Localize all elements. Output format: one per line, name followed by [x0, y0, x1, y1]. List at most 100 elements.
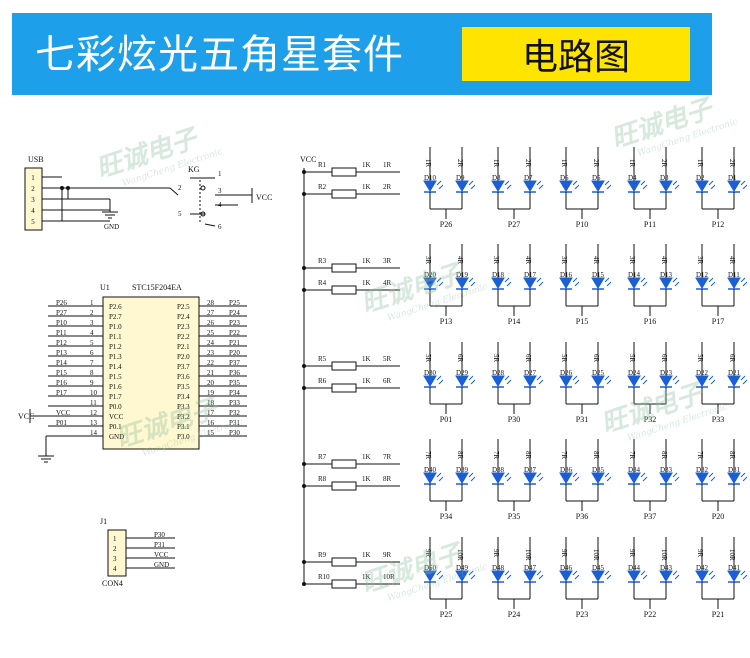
- mcu-pin-number: 24: [207, 339, 215, 347]
- led-arrow: [572, 180, 578, 186]
- led-diode: [627, 375, 641, 387]
- led-arrow: [672, 277, 678, 283]
- led-diode: [455, 472, 469, 484]
- led-diode: [727, 277, 741, 289]
- led-arrow: [606, 476, 612, 482]
- mcu-pin-number: 14: [90, 429, 98, 437]
- resistor-net: 9R: [383, 551, 392, 559]
- led-common-net: P13: [440, 317, 452, 326]
- led-anode-net: 5R: [628, 354, 636, 363]
- mcu-pin-number: 13: [90, 419, 98, 427]
- mcu-pin-number: 19: [207, 389, 215, 397]
- resistor-ref: R6: [318, 377, 327, 385]
- led-ref: D43: [660, 564, 673, 572]
- led-anode-net: 10R: [592, 549, 600, 561]
- mcu-pin-number: 6: [90, 349, 94, 357]
- resistor: [331, 263, 357, 273]
- led-common-net: P16: [644, 317, 656, 326]
- led-arrow: [710, 281, 716, 287]
- led-ref: D25: [592, 369, 605, 377]
- led-arrow: [574, 184, 580, 190]
- led-anode-net: 8R: [524, 451, 532, 460]
- led-ref: D8: [492, 174, 501, 182]
- resistor-ref: R4: [318, 279, 327, 287]
- led-ref: D15: [592, 271, 605, 279]
- conn-part: CON4: [102, 579, 123, 588]
- mcu-net-label: P24: [229, 309, 240, 317]
- led-ref: D18: [492, 271, 505, 279]
- resistor-net: 5R: [383, 355, 392, 363]
- switch-pin: 2: [178, 184, 182, 192]
- junction-dot: [66, 186, 70, 190]
- led-arrow: [708, 472, 714, 478]
- led-arrow: [604, 375, 610, 381]
- led-diode: [455, 180, 469, 192]
- led-diode: [591, 180, 605, 192]
- resistor-value: 1K: [362, 355, 371, 363]
- led-ref: D6: [560, 174, 569, 182]
- led-arrow: [740, 180, 746, 186]
- mcu-net-label: P13: [56, 349, 67, 357]
- led-arrow: [642, 184, 648, 190]
- mcu-net-label: P15: [56, 369, 67, 377]
- led-arrow: [538, 184, 544, 190]
- junction-dot: [302, 484, 306, 488]
- led-diode: [491, 277, 505, 289]
- led-diode: [659, 375, 673, 387]
- mcu-pin-number: 8: [90, 369, 94, 377]
- conn-net-label: P30: [154, 531, 165, 539]
- usb-pin-number: 3: [31, 196, 35, 204]
- mcu-pin-name: P2.3: [177, 323, 190, 331]
- led-anode-net: 9R: [628, 549, 636, 558]
- led-arrow: [740, 375, 746, 381]
- led-diode: [523, 180, 537, 192]
- led-ref: D42: [696, 564, 709, 572]
- led-ref: D34: [628, 466, 641, 474]
- resistor: [331, 579, 357, 589]
- led-arrow: [536, 180, 542, 186]
- led-arrow: [640, 277, 646, 283]
- led-arrow: [536, 277, 542, 283]
- led-common-net: P33: [712, 415, 724, 424]
- led-arrow: [536, 375, 542, 381]
- conn-ref: J1: [100, 517, 107, 526]
- led-ref: D32: [696, 466, 709, 474]
- led-arrow: [672, 375, 678, 381]
- led-ref: D46: [560, 564, 573, 572]
- page-title: 七彩炫光五角星套件: [35, 32, 404, 78]
- led-diode: [491, 180, 505, 192]
- mcu-net-label: P26: [56, 299, 67, 307]
- conn-net-label: P31: [154, 541, 165, 549]
- led-arrow: [708, 277, 714, 283]
- mcu-pin-number: 12: [90, 409, 98, 417]
- mcu-pin-name: P3.4: [177, 393, 190, 401]
- led-arrow: [742, 281, 748, 287]
- led-anode-net: 7R: [424, 451, 432, 460]
- mcu-pin-number: 27: [207, 309, 215, 317]
- resistor-net: 4R: [383, 279, 392, 287]
- switch-pin: 6: [218, 223, 222, 231]
- led-diode: [627, 472, 641, 484]
- resistor-value: 1K: [362, 377, 371, 385]
- led-ref: D22: [696, 369, 709, 377]
- mcu-pin-name: P1.3: [109, 353, 122, 361]
- junction-dot: [302, 386, 306, 390]
- mcu-pin-name: P3.5: [177, 383, 190, 391]
- led-arrow: [604, 472, 610, 478]
- led-anode-net: 6R: [728, 354, 736, 363]
- led-arrow: [538, 476, 544, 482]
- led-diode: [523, 375, 537, 387]
- resistor-value: 1K: [362, 161, 371, 169]
- led-common-net: P21: [712, 610, 724, 619]
- led-anode-net: 3R: [628, 256, 636, 265]
- led-anode-net: 5R: [560, 354, 568, 363]
- mcu-pin-name: P1.4: [109, 363, 122, 371]
- led-arrow: [640, 180, 646, 186]
- led-arrow: [672, 180, 678, 186]
- switch-contact: [200, 185, 206, 191]
- led-arrow: [468, 277, 474, 283]
- mcu-pin-number: 22: [207, 359, 215, 367]
- mcu-pin-number: 17: [207, 409, 215, 417]
- led-arrow: [504, 277, 510, 283]
- mcu-pin-name: P1.1: [109, 333, 122, 341]
